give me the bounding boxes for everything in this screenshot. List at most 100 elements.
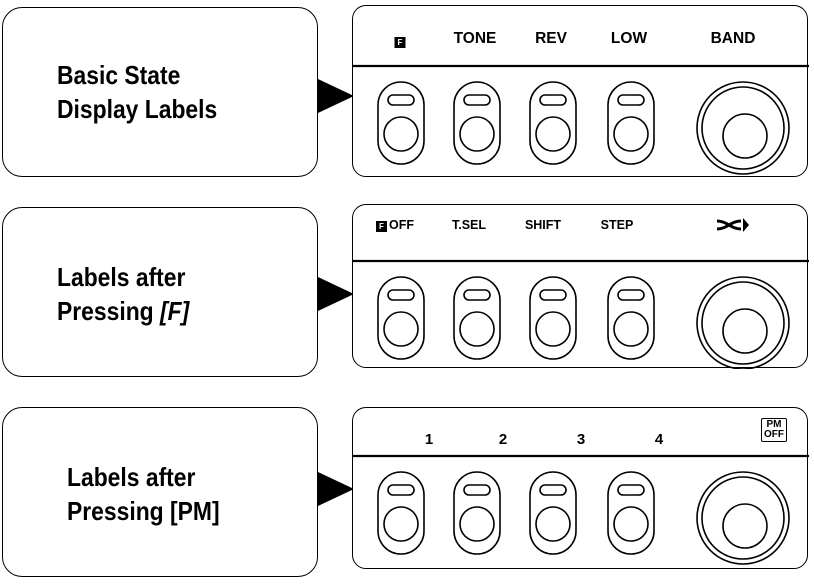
caption-box: Labels after Pressing [F] <box>2 207 318 377</box>
knob-inner-ring <box>701 476 785 560</box>
key-outline <box>377 276 425 360</box>
caption-line: Pressing [PM] <box>67 496 220 526</box>
key-outline <box>529 471 577 555</box>
key-label-tone: TONE <box>453 30 497 47</box>
key-button-3 <box>529 276 577 360</box>
caption-box: Basic State Display Labels <box>2 7 318 177</box>
dial-knob <box>696 276 790 369</box>
key-indicator <box>387 484 415 496</box>
key-row-graphic <box>353 64 809 175</box>
key-cap <box>459 116 495 152</box>
caption-line: Display Labels <box>57 94 218 124</box>
caption-line: Labels after <box>57 262 186 292</box>
knob-cap <box>722 113 768 159</box>
diagram-row-basic-state: Basic State Display Labels F TONE REV LO… <box>0 0 814 184</box>
key-outline <box>607 471 655 555</box>
key-row-graphic <box>353 454 809 565</box>
key-button-4 <box>607 276 655 360</box>
key-button-2 <box>453 276 501 360</box>
key-label-band: BAND <box>710 30 756 47</box>
key-label-1: 1 <box>424 431 434 448</box>
key-button-1 <box>377 471 425 555</box>
crossover-arrows-icon <box>716 218 749 232</box>
key-outline <box>377 81 425 165</box>
key-indicator <box>539 94 567 106</box>
key-outline <box>453 81 501 165</box>
key-indicator <box>387 94 415 106</box>
key-cap <box>613 311 649 347</box>
key-button-1 <box>377 276 425 360</box>
f-key-icon: F <box>376 221 387 232</box>
pm-off-line: PM <box>766 419 782 430</box>
pointer-arrow-icon <box>318 472 354 506</box>
key-button-2 <box>453 471 501 555</box>
radio-key-panel: F TONE REV LOW BAND <box>352 5 809 177</box>
pm-off-badge: PM OFF <box>761 418 787 442</box>
pm-off-line: OFF <box>764 429 784 440</box>
knob-outer-ring <box>696 276 790 369</box>
key-indicator <box>617 484 645 496</box>
caption-text: Basic State Display Labels <box>57 58 217 126</box>
key-label-f: F <box>394 32 408 50</box>
key-indicator <box>539 289 567 301</box>
key-button-4 <box>607 471 655 555</box>
key-indicator <box>617 94 645 106</box>
key-label-rev: REV <box>535 30 567 47</box>
key-outline <box>453 471 501 555</box>
key-label-low: LOW <box>610 30 648 47</box>
key-button-3 <box>529 471 577 555</box>
diagram-row-after-pm: Labels after Pressing [PM] 1 2 3 4 PM OF… <box>0 400 814 584</box>
key-cap <box>613 506 649 542</box>
key-outline <box>453 276 501 360</box>
key-outline <box>529 276 577 360</box>
key-indicator <box>539 484 567 496</box>
key-cap <box>383 116 419 152</box>
key-cap <box>459 506 495 542</box>
key-outline <box>377 471 425 555</box>
caption-line: Pressing [F] <box>57 294 189 328</box>
caption-text: Labels after Pressing [PM] <box>67 460 220 528</box>
caption-box: Labels after Pressing [PM] <box>2 407 318 577</box>
key-button-4 <box>607 81 655 165</box>
radio-key-panel: 1 2 3 4 PM OFF <box>352 407 809 569</box>
caption-line-part: Pressing <box>57 296 161 326</box>
key-outline <box>529 81 577 165</box>
key-outline <box>607 81 655 165</box>
key-indicator <box>463 289 491 301</box>
key-indicator <box>617 289 645 301</box>
key-button-3 <box>529 81 577 165</box>
knob-cap <box>722 308 768 354</box>
key-cap <box>535 506 571 542</box>
caption-line: Basic State <box>57 60 181 90</box>
knob-outer-ring <box>696 471 790 565</box>
key-cap <box>459 311 495 347</box>
knob-inner-ring <box>701 86 785 170</box>
pointer-arrow-icon <box>318 79 354 113</box>
key-label-2: 2 <box>498 431 508 448</box>
f-off-text: OFF <box>389 218 414 232</box>
key-label-step: STEP <box>600 218 634 232</box>
key-row-graphic <box>353 259 809 369</box>
pointer-arrow-icon <box>318 277 354 311</box>
key-indicator <box>387 289 415 301</box>
key-cap <box>613 116 649 152</box>
key-button-1 <box>377 81 425 165</box>
key-cap <box>383 311 419 347</box>
f-key-icon: F <box>394 37 406 48</box>
knob-cap <box>722 503 768 549</box>
knob-inner-ring <box>701 281 785 365</box>
key-outline <box>607 276 655 360</box>
key-label-4: 4 <box>654 431 664 448</box>
key-cap <box>383 506 419 542</box>
knob-outer-ring <box>696 81 790 175</box>
caption-line: Labels after <box>67 462 196 492</box>
key-cap <box>535 116 571 152</box>
key-label-3: 3 <box>576 431 586 448</box>
dial-knob <box>696 81 790 175</box>
caption-text: Labels after Pressing [F] <box>57 260 189 328</box>
key-label-shift: SHIFT <box>524 218 562 232</box>
key-indicator <box>463 94 491 106</box>
key-label-tsel: T.SEL <box>451 218 487 232</box>
